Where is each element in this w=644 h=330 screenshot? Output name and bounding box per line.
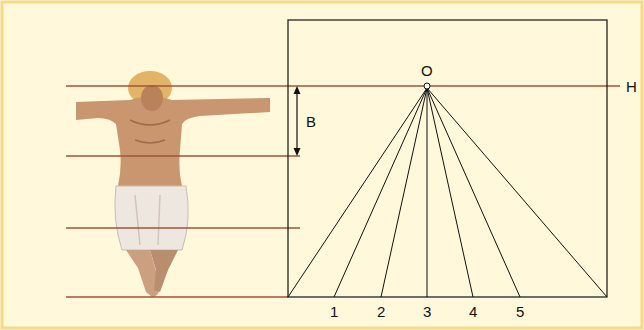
callout-number: 3	[423, 304, 431, 319]
picture-frame	[288, 20, 607, 297]
horizon-label: H	[626, 79, 637, 94]
crucifix-figure	[76, 71, 270, 297]
guide-lines	[66, 86, 620, 297]
callout-number: 4	[469, 304, 477, 319]
dimension-label: B	[306, 114, 316, 129]
vanishing-point	[424, 83, 430, 89]
callout-number: 2	[377, 304, 385, 319]
vanishing-point-label: O	[421, 63, 433, 78]
callout-number: 5	[516, 304, 524, 319]
orthogonal-lines	[288, 88, 607, 297]
dimension-arrow	[294, 86, 301, 156]
callout-number: 1	[330, 304, 338, 319]
